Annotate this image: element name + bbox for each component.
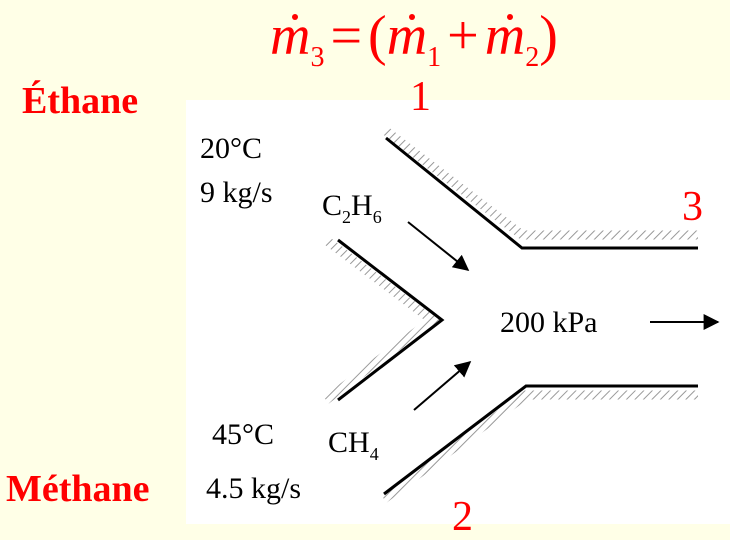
open-paren: ( bbox=[368, 5, 387, 67]
outlet-number: 3 bbox=[682, 184, 703, 230]
equals-sign: = bbox=[330, 5, 363, 67]
inlet1-temperature: 20°C bbox=[200, 132, 262, 165]
inlet1-species: C2H6 bbox=[322, 189, 382, 227]
inlet1-flow: 9 kg/s bbox=[200, 176, 273, 209]
lower-wall bbox=[383, 384, 698, 496]
inlet2-number: 2 bbox=[452, 494, 473, 540]
inlet1-number: 1 bbox=[410, 74, 431, 120]
channel-walls bbox=[337, 136, 698, 496]
methane-label: Méthane bbox=[6, 468, 150, 510]
inlet2-flow: 4.5 kg/s bbox=[206, 472, 301, 505]
hatched-walls bbox=[323, 127, 698, 503]
ethane-label: Éthane bbox=[22, 80, 139, 122]
mdot2: m2 bbox=[484, 5, 540, 73]
mdot3: m3 bbox=[270, 5, 325, 73]
inlet1-flow-arrow bbox=[407, 221, 470, 271]
plus-sign: + bbox=[447, 5, 479, 67]
mdot1: m1 bbox=[386, 5, 442, 73]
outlet-pressure: 200 kPa bbox=[500, 306, 598, 339]
upper-wall bbox=[385, 136, 698, 250]
center-divider bbox=[337, 238, 445, 402]
inlet2-temperature: 45°C bbox=[212, 418, 274, 451]
inlet2-species: CH4 bbox=[328, 426, 379, 464]
inlet2-flow-arrow bbox=[413, 360, 472, 411]
diagram-panel bbox=[186, 100, 730, 524]
close-paren: ) bbox=[539, 5, 558, 67]
mass-balance-equation: m3=(m1+m2) bbox=[270, 8, 558, 72]
